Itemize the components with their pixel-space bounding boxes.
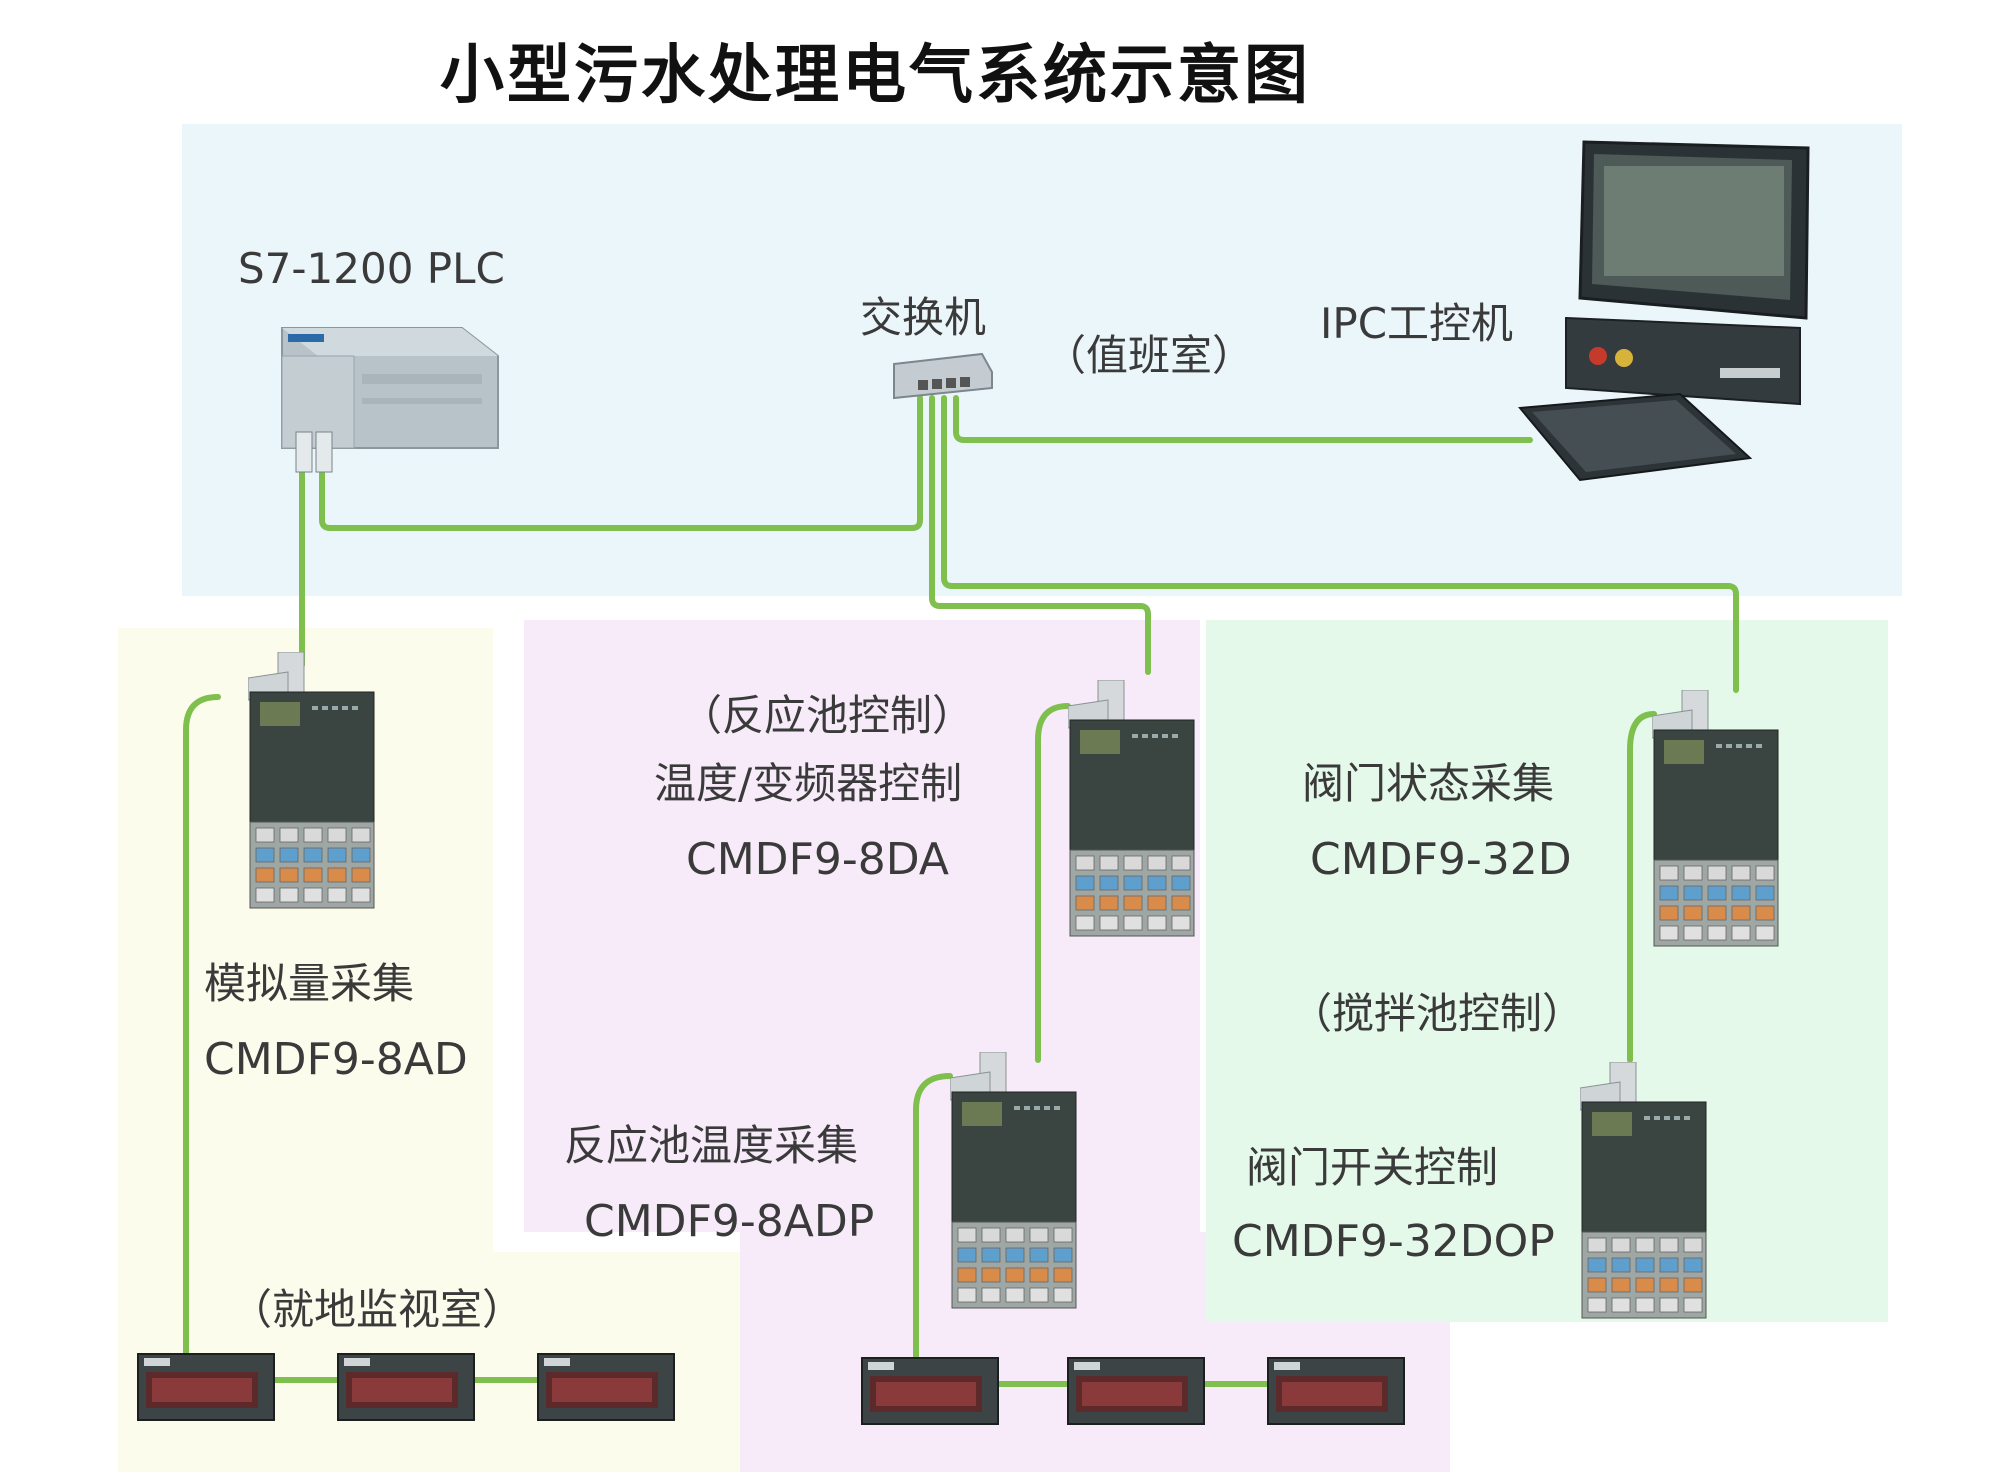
- model-cmdf9-8adp: CMDF9-8ADP: [584, 1196, 875, 1247]
- model-cmdf9-32d: CMDF9-32D: [1310, 834, 1572, 885]
- io-module-icon: [950, 1052, 1077, 1309]
- switch-label: 交换机: [860, 293, 987, 342]
- io-module-icon: [1652, 690, 1779, 947]
- io-module-icon: [1580, 1062, 1707, 1319]
- plc-device-icon: [281, 327, 499, 473]
- digital-display-icon: [337, 1353, 475, 1421]
- digital-display-icon: [537, 1353, 675, 1421]
- local-monitor-room-label: （就地监视室）: [230, 1285, 525, 1334]
- model-cmdf9-8da: CMDF9-8DA: [686, 834, 949, 885]
- mixing-tank-group-label: （搅拌池控制）: [1290, 989, 1585, 1038]
- digital-display-icon: [861, 1357, 999, 1425]
- ipc-computer-icon: [1518, 140, 1810, 482]
- digital-display-icon: [1067, 1357, 1205, 1425]
- network-switch-icon: [893, 352, 993, 400]
- io-module-icon: [1068, 680, 1195, 937]
- ipc-label: IPC工控机: [1320, 299, 1514, 348]
- temp-inverter-control-label: 温度/变频器控制: [654, 759, 963, 808]
- valve-status-label: 阀门状态采集: [1302, 759, 1555, 808]
- valve-switch-label: 阀门开关控制: [1246, 1143, 1499, 1192]
- plc-label: S7-1200 PLC: [238, 244, 505, 293]
- analog-acquisition-label: 模拟量采集: [204, 959, 415, 1008]
- diagram-title: 小型污水处理电气系统示意图: [440, 39, 1311, 113]
- reaction-tank-temp-label: 反应池温度采集: [564, 1121, 859, 1170]
- digital-display-icon: [1267, 1357, 1405, 1425]
- reaction-tank-group-label: （反应池控制）: [680, 691, 975, 740]
- model-cmdf9-8ad: CMDF9-8AD: [204, 1034, 468, 1085]
- duty-room-label: （值班室）: [1044, 331, 1255, 380]
- digital-display-icon: [137, 1353, 275, 1421]
- io-module-icon: [248, 652, 375, 909]
- model-cmdf9-32dop: CMDF9-32DOP: [1232, 1216, 1555, 1267]
